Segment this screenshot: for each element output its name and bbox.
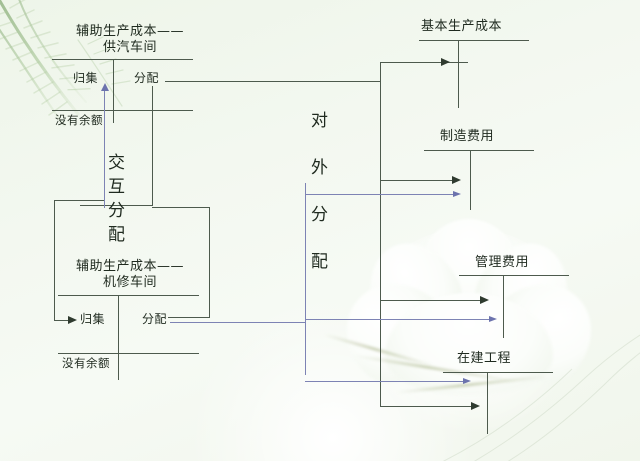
basic-production-center-divider — [458, 40, 459, 108]
construction-top-rule — [443, 372, 553, 374]
steam-account-credit-label: 分配 — [134, 71, 160, 85]
blue-feed-to-manufacturing-overhead — [305, 194, 455, 195]
white-lotus-watermark — [324, 214, 613, 446]
account-title-manufacturing-overhead: 制造费用 — [440, 129, 495, 144]
external-bus-blue — [305, 183, 306, 375]
marble-vein-watermark — [442, 334, 640, 461]
mutual-loop-top — [54, 200, 104, 201]
external-bus-dark-top-elbow — [380, 62, 468, 63]
steam-account-balance-rule — [52, 110, 193, 111]
manufacturing-overhead-center-divider — [470, 150, 471, 210]
repair-account-center-divider — [118, 295, 119, 380]
repair-account-top-rule — [58, 295, 199, 296]
administrative-expense-center-divider — [503, 275, 504, 338]
arrow-blue-to-manufacturing-overhead — [453, 190, 461, 197]
account-title-repair-workshop: 辅助生产成本—— 机修车间 — [75, 259, 184, 291]
arrow-blue-to-construction — [463, 377, 471, 384]
repair-to-steam-debit-line — [104, 90, 105, 208]
account-title-steam-workshop: 辅助生产成本—— 供汽车间 — [75, 24, 184, 56]
blue-feed-to-administrative-expense — [305, 319, 491, 320]
steam-credit-external-line — [165, 81, 380, 82]
repair-account-balance-rule — [58, 353, 199, 354]
steam-credit-to-repair-debit — [80, 205, 153, 206]
dark-feed-to-construction — [380, 406, 473, 407]
mutual-loop-bottom — [54, 320, 70, 321]
external-allocation-caption: 对 外 分 配 — [311, 111, 328, 272]
repair-debit-arrowhead — [68, 315, 77, 324]
repair-account-credit-label: 分配 — [142, 312, 168, 326]
mutual-allocation-caption: 交 互 分 配 — [108, 153, 125, 245]
steam-account-top-rule — [52, 59, 193, 60]
manufacturing-overhead-top-rule — [424, 150, 534, 152]
arrow-dark-to-manufacturing-overhead — [452, 175, 461, 184]
mutual-loop-left — [54, 200, 55, 320]
steam-account-center-divider — [113, 59, 114, 123]
repair-to-steam-debit-arrowhead — [100, 83, 109, 91]
external-bus-dark — [380, 62, 381, 407]
steam-account-debit-label: 归集 — [73, 71, 99, 85]
steam-account-balance-label: 没有余额 — [55, 113, 103, 127]
arrow-dark-to-administrative-expense — [480, 295, 489, 304]
administrative-expense-top-rule — [459, 275, 569, 277]
arrow-dark-to-construction — [471, 401, 480, 410]
account-title-administrative-expense: 管理费用 — [475, 255, 530, 270]
account-title-basic-production: 基本生产成本 — [421, 19, 503, 34]
repair-credit-external-line — [170, 322, 305, 323]
steam-credit-drop-line — [152, 86, 153, 206]
blue-feed-to-construction — [305, 381, 465, 382]
dark-feed-to-manufacturing-overhead — [380, 180, 454, 181]
repair-account-debit-label: 归集 — [80, 312, 106, 326]
dark-feed-to-administrative-expense — [380, 300, 482, 301]
steam-credit-loop-bottom — [168, 317, 210, 318]
arrow-blue-to-administrative-expense — [489, 315, 497, 322]
steam-credit-loop-top — [152, 207, 210, 208]
construction-center-divider — [487, 372, 488, 434]
steam-credit-loop-right — [209, 207, 210, 317]
basic-production-top-rule — [419, 40, 529, 42]
account-title-construction-in-progress: 在建工程 — [457, 351, 512, 366]
repair-account-balance-label: 没有余额 — [62, 356, 110, 370]
arrow-to-basic-production — [441, 58, 450, 66]
